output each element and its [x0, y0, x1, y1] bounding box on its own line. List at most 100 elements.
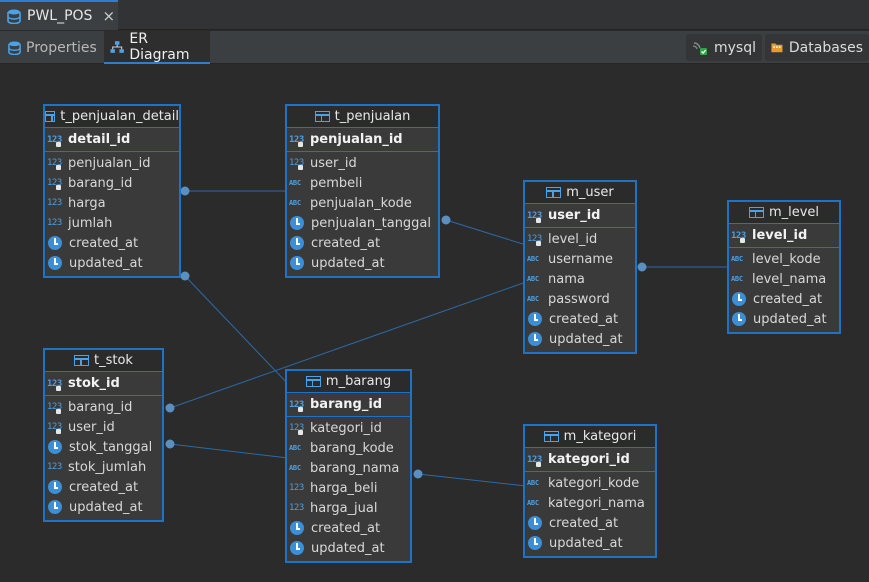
primary-key-name: user_id	[548, 208, 601, 223]
attribute-name: stok_jumlah	[68, 459, 147, 475]
entity-header[interactable]: m_barang	[287, 371, 410, 393]
primary-key-icon: 123	[47, 377, 64, 391]
attribute-row[interactable]: created_at	[45, 477, 162, 497]
entity-header[interactable]: t_stok	[45, 350, 162, 372]
file-tab-pwl-pos[interactable]: PWL_POS ×	[0, 0, 118, 30]
attribute-name: harga_beli	[310, 480, 378, 496]
attribute-name: created_at	[69, 235, 139, 251]
attribute-name: created_at	[311, 235, 381, 251]
attribute-name: level_id	[548, 231, 598, 247]
attribute-row[interactable]: stok_tanggal	[45, 437, 162, 457]
timestamp-icon	[290, 256, 304, 270]
primary-key-row[interactable]: 123 user_id	[525, 204, 635, 228]
attribute-name: updated_at	[69, 499, 143, 515]
folder-icon	[771, 43, 783, 53]
breadcrumb-connection-label: mysql	[714, 39, 756, 56]
attribute-row[interactable]: updated_at	[45, 497, 162, 517]
breadcrumb-databases-label: Databases	[788, 39, 863, 56]
primary-key-name: kategori_id	[548, 452, 630, 467]
attribute-name: barang_id	[68, 175, 133, 191]
attribute-row[interactable]: updated_at	[45, 253, 179, 273]
attribute-row[interactable]: 123 harga_jual	[287, 498, 410, 518]
attribute-row[interactable]: created_at	[729, 289, 839, 309]
attribute-row[interactable]: created_at	[525, 309, 635, 329]
attribute-row[interactable]: updated_at	[525, 329, 635, 349]
attribute-name: user_id	[310, 155, 357, 171]
breadcrumb-connection[interactable]: mysql	[686, 34, 762, 61]
primary-key-row[interactable]: 123 kategori_id	[525, 448, 655, 472]
entity-header[interactable]: m_kategori	[525, 426, 655, 448]
entity-header[interactable]: m_level	[729, 202, 839, 224]
primary-key-row[interactable]: 123 stok_id	[45, 372, 162, 396]
attribute-row[interactable]: updated_at	[525, 533, 655, 553]
attribute-name: nama	[548, 271, 585, 287]
timestamp-icon	[48, 236, 62, 250]
string-type-icon: ABC	[731, 275, 743, 283]
primary-key-icon: 123	[527, 209, 544, 223]
attribute-row[interactable]: penjualan_tanggal	[287, 213, 438, 233]
attribute-name: kategori_kode	[548, 475, 640, 491]
primary-key-name: stok_id	[68, 376, 120, 391]
entity-header[interactable]: t_penjualan	[287, 106, 438, 128]
attribute-row[interactable]: updated_at	[729, 309, 839, 329]
tab-properties[interactable]: Properties	[2, 31, 103, 64]
table-icon	[543, 431, 559, 442]
close-icon[interactable]: ×	[102, 7, 116, 25]
attribute-row[interactable]: created_at	[45, 233, 179, 253]
attribute-name: kategori_nama	[548, 495, 645, 511]
tab-er-diagram[interactable]: ER Diagram	[104, 31, 210, 64]
breadcrumb-databases[interactable]: Databases	[765, 34, 869, 61]
entity-header[interactable]: m_user	[525, 182, 635, 204]
attribute-name: barang_id	[68, 399, 133, 415]
entity-header[interactable]: t_penjualan_detail	[45, 106, 179, 128]
attribute-row[interactable]: created_at	[287, 233, 438, 253]
attribute-row[interactable]: updated_at	[287, 538, 410, 558]
primary-key-icon: 123	[527, 453, 544, 467]
timestamp-icon	[732, 312, 746, 326]
attribute-row[interactable]: created_at	[525, 513, 655, 533]
string-type-icon: ABC	[731, 255, 743, 263]
attribute-row[interactable]: updated_at	[287, 253, 438, 273]
number-type-icon: 123	[289, 503, 304, 513]
primary-key-icon: 123	[47, 133, 64, 147]
string-type-icon: ABC	[527, 255, 539, 263]
attribute-name: updated_at	[549, 331, 623, 347]
table-icon	[314, 111, 330, 122]
attribute-row[interactable]: created_at	[287, 518, 410, 538]
attribute-name: harga_jual	[310, 500, 378, 516]
entity-name: m_level	[768, 205, 820, 220]
